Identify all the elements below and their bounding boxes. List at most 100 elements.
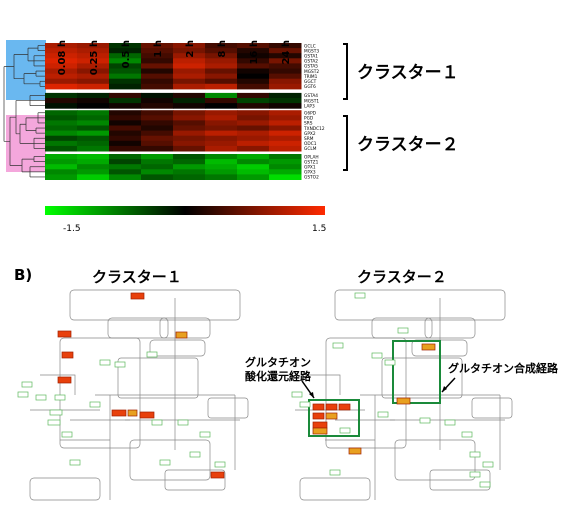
- heatmap-cell: [109, 103, 142, 109]
- pathway-gene-box: [146, 351, 158, 358]
- heatmap-cell: [205, 125, 238, 132]
- heatmap-cell: [141, 68, 174, 75]
- heatmap-cell: [237, 110, 270, 116]
- heatmap-cell: [141, 115, 174, 121]
- heatmap-cell: [45, 140, 78, 147]
- gene-label: GPX2: [304, 131, 316, 137]
- heatmap-cell: [173, 164, 206, 170]
- time-point-label: 0.08 h: [57, 40, 68, 75]
- heatmap-cell: [141, 169, 174, 175]
- heatmap-cell: [237, 145, 270, 152]
- pathway-gene-box: [54, 394, 66, 401]
- pathway-gene-box: [35, 394, 47, 401]
- heatmap-cell: [77, 115, 110, 121]
- gene-boxes: [17, 292, 494, 488]
- heatmap-cell: [45, 169, 78, 175]
- time-point-label: 0.5 h: [121, 40, 132, 68]
- heatmap-cell: [269, 103, 302, 109]
- heatmap-cell: [205, 92, 238, 99]
- heatmap-cell: [205, 53, 238, 59]
- heatmap-cell: [141, 78, 174, 85]
- heatmap-cell: [45, 130, 78, 137]
- heatmap-cell: [237, 68, 270, 75]
- pathway-gene-box: [482, 461, 494, 468]
- pathway-gene-box: [189, 451, 201, 458]
- heatmap-cell: [237, 103, 270, 109]
- heatmap-cell: [141, 83, 174, 90]
- pathway-gene-box: [61, 351, 74, 359]
- heatmap-cell: [173, 120, 206, 126]
- heatmap-cell: [269, 120, 302, 126]
- heatmap-cell: [205, 48, 238, 54]
- heatmap-cell: [45, 159, 78, 165]
- pathway-gene-box: [419, 417, 431, 424]
- heatmap-cell: [269, 159, 302, 165]
- heatmap-cell: [109, 140, 142, 147]
- left-pathway-title: クラスター１: [92, 268, 182, 286]
- pathway-gene-box: [312, 412, 325, 420]
- pathway-gene-box: [111, 409, 127, 417]
- gene-label: GSTA5: [304, 64, 318, 70]
- heatmap-cell: [45, 73, 78, 80]
- heatmap-cell: [173, 110, 206, 116]
- gene-label: OPLAH: [304, 154, 319, 160]
- heatmap-cell: [77, 110, 110, 116]
- heatmap-cell: [141, 92, 174, 99]
- pathway-gene-box: [329, 469, 341, 476]
- gene-label: GSTA2: [304, 59, 318, 65]
- heatmap-cell: [205, 63, 238, 69]
- heatmap-cell: [269, 115, 302, 121]
- heatmap-cell: [173, 174, 206, 180]
- heatmap-cells: [45, 43, 302, 180]
- gene-label: SRM: [304, 136, 314, 142]
- heatmap-cell: [77, 135, 110, 142]
- heatmap-cell: [173, 43, 206, 49]
- pathway-gene-box: [312, 427, 328, 435]
- gene-label: GSTZ1: [304, 159, 319, 165]
- heatmap-cell: [205, 174, 238, 180]
- gene-label: GPX1: [304, 165, 316, 171]
- heatmap-cell: [237, 154, 270, 160]
- heatmap-cell: [237, 164, 270, 170]
- heatmap-cell: [45, 68, 78, 75]
- heatmap-cell: [109, 120, 142, 126]
- heatmap-cell: [173, 103, 206, 109]
- heatmap-cell: [45, 83, 78, 90]
- gene-label: TXNDC12: [303, 126, 325, 132]
- heatmap-cell: [109, 73, 142, 80]
- right-pathway-map: [295, 289, 513, 501]
- gene-label: G6PD: [304, 111, 317, 117]
- heatmap-cell: [77, 164, 110, 170]
- heatmap-cell: [269, 140, 302, 147]
- heatmap-cell: [109, 68, 142, 75]
- heatmap-cell: [237, 130, 270, 137]
- heatmap-cell: [77, 73, 110, 80]
- pathway-gene-box: [214, 461, 226, 468]
- heatmap-cell: [237, 48, 270, 54]
- heatmap-cell: [45, 110, 78, 116]
- heatmap-cell: [109, 98, 142, 104]
- pathway-gene-box: [312, 403, 325, 411]
- gene-label: GSTA4: [304, 93, 318, 99]
- heatmap-cell: [173, 159, 206, 165]
- heatmap-cell: [45, 63, 78, 69]
- pathway-gene-box: [397, 327, 409, 334]
- heatmap-cell: [109, 92, 142, 99]
- synthesis-annotation: グルタチオン合成経路: [448, 361, 559, 375]
- heatmap-cell: [77, 130, 110, 137]
- heatmap-cell: [205, 159, 238, 165]
- heatmap-cell: [77, 48, 110, 54]
- gene-label: GSTA1: [304, 54, 318, 60]
- heatmap-cell: [205, 140, 238, 147]
- time-point-label: 1 h: [153, 40, 164, 58]
- heatmap-cell: [237, 73, 270, 80]
- heatmap-cell: [269, 73, 302, 80]
- pathway-gene-box: [151, 419, 163, 426]
- pathway-gene-box: [377, 411, 389, 418]
- right-pathway-title: クラスター２: [357, 268, 447, 286]
- heatmap-cell: [109, 154, 142, 160]
- heatmap-cell: [109, 63, 142, 69]
- heatmap-cell: [269, 92, 302, 99]
- heatmap-cell: [77, 174, 110, 180]
